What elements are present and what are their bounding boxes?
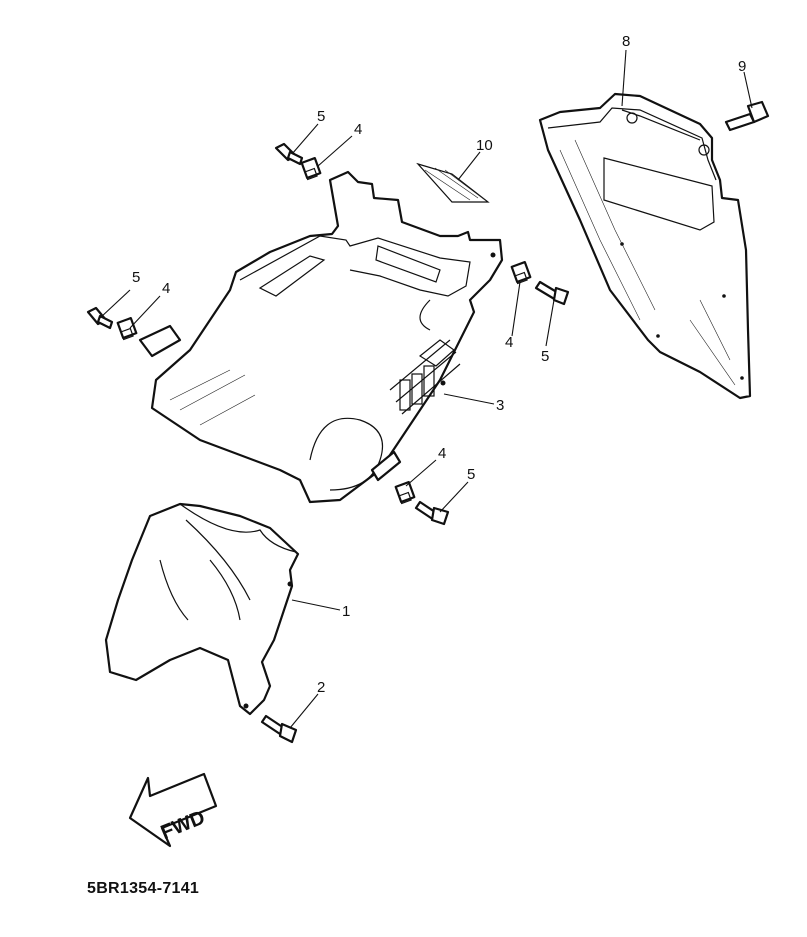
side-panel-part [538, 92, 752, 400]
callout-9: 9 [738, 58, 746, 75]
fwd-arrow-icon: FWD [128, 772, 218, 848]
screw-right [534, 280, 570, 306]
callout-4: 4 [438, 445, 446, 462]
callout-8: 8 [622, 33, 630, 50]
leader-lines [99, 49, 753, 729]
nut-clip-bottom [394, 480, 416, 505]
callout-5: 5 [467, 466, 475, 483]
callout-5: 5 [132, 269, 140, 286]
callout-3: 3 [496, 397, 504, 414]
callout-2: 2 [317, 679, 325, 696]
windshield-part [104, 502, 300, 716]
screw-left [86, 306, 114, 330]
nut-clip-right [510, 260, 532, 285]
screw-bottom [414, 500, 450, 526]
nut-clip-top [300, 156, 322, 181]
callout-4: 4 [162, 280, 170, 297]
drawing-code: 5BR1354-7141 [87, 880, 200, 897]
nut-clip-left [116, 316, 138, 341]
screw-top [274, 142, 304, 166]
callout-4: 4 [354, 121, 362, 138]
callout-4: 4 [505, 334, 513, 351]
windshield-screw [260, 714, 298, 744]
callout-5: 5 [541, 348, 549, 365]
callout-5: 5 [317, 108, 325, 125]
callout-1: 1 [342, 603, 350, 620]
callout-10: 10 [476, 137, 493, 154]
inner-panel-part [138, 170, 504, 504]
side-panel-bolt [724, 100, 770, 132]
label-decal [416, 162, 490, 203]
